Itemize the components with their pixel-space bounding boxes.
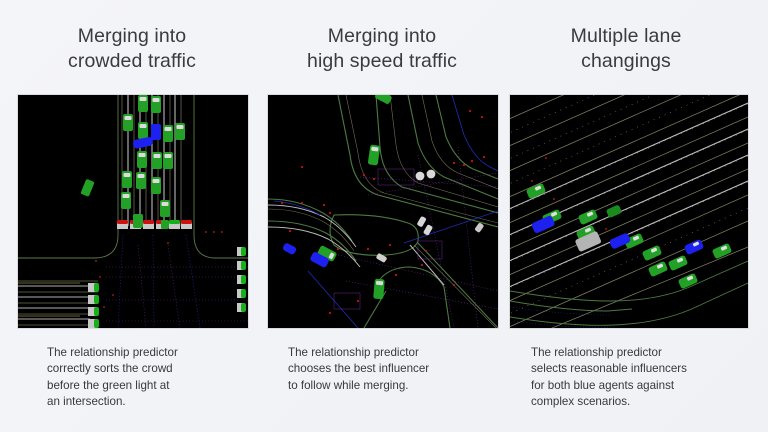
panel-title: Multiple lane changings [570,25,682,72]
panel-caption: The relationship predictor chooses the b… [288,346,430,392]
agents-blue [132,124,161,149]
panel-title: Merging into high speed traffic [307,25,457,72]
panel-merging-high-speed: Merging into high speed traffic [260,0,504,432]
scene-urban-intersection [18,95,248,328]
agents-blue [531,215,704,255]
visualization-merging-crowded [18,95,248,328]
scene-diagonal-highway [510,95,748,328]
panel-caption: The relationship predictor correctly sor… [47,346,178,409]
agents-green [317,95,392,300]
agents-green [80,95,185,229]
panel-title: Merging into crowded traffic [68,25,196,72]
visualization-multiple-lane-changings [510,95,748,328]
panel-merging-crowded: Merging into crowded traffic [10,0,254,432]
agents-white [376,169,484,263]
visualization-merging-high-speed [268,95,498,328]
panel-multiple-lane-changings: Multiple lane changings [504,0,748,432]
panel-caption: The relationship predictor selects reaso… [531,346,687,409]
agents-blue [282,243,329,268]
scene-highway-interchange [268,95,498,328]
signal-heads-green [88,247,246,328]
agents-gray [575,231,602,252]
